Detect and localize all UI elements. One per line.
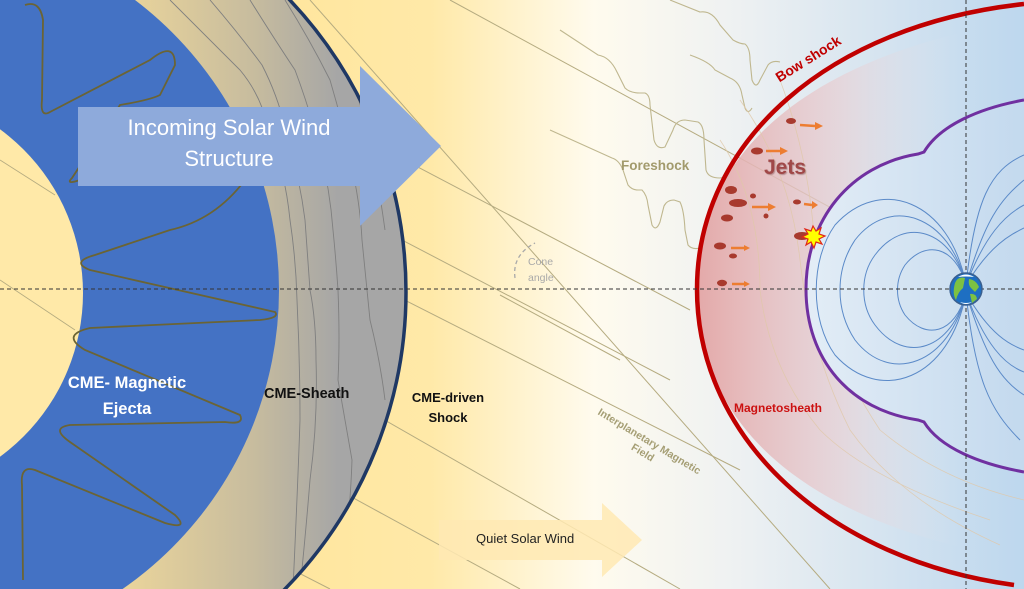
magnetosheath-label: Magnetosheath: [734, 401, 823, 415]
magnetosphere-region: [806, 100, 1024, 472]
inner-imf-lines: [0, 159, 76, 331]
cone-angle-label: Cone angle: [528, 254, 554, 286]
jet-arrows: [731, 122, 823, 287]
incoming-solar-wind-label: Incoming Solar Wind Structure: [98, 112, 360, 174]
impact-burst-icon: [800, 224, 827, 250]
cone-label-line1: Cone: [528, 256, 554, 268]
dipole-field-lines: [815, 154, 1024, 441]
cme-driven-shock-label: CME-driven Shock: [398, 388, 498, 428]
jets-label: Jets: [764, 156, 807, 179]
ejecta-label-line2: Ejecta: [102, 400, 152, 418]
foreshock-waves: [549, 0, 781, 250]
cme-driven-shock-front: [282, 0, 408, 589]
shock-label-line1: CME-driven: [411, 390, 485, 405]
cone-angle-arc: [514, 242, 536, 279]
flux-rope-helix: [20, 3, 277, 581]
magnetic-ejecta-label: CME- Magnetic Ejecta: [52, 370, 202, 422]
quiet-solar-wind-label: Quiet Solar Wind: [476, 531, 575, 546]
incoming-solar-wind-arrow: [78, 66, 441, 226]
cme-sheath-label: CME-Sheath: [264, 386, 350, 402]
arrow-title-line2: Structure: [184, 146, 274, 171]
jet-blobs: [714, 118, 823, 287]
earth-globe-icon: [949, 272, 983, 306]
inner-sun-disc: [0, 129, 83, 457]
foreshock-label: Foreshock: [621, 158, 690, 173]
ejecta-label-line1: CME- Magnetic: [67, 374, 187, 392]
cone-label-line2: angle: [528, 272, 554, 284]
quiet-solar-wind-arrow: [439, 503, 642, 577]
arrow-title-line1: Incoming Solar Wind: [127, 115, 331, 140]
shock-label-line2: Shock: [428, 410, 468, 425]
